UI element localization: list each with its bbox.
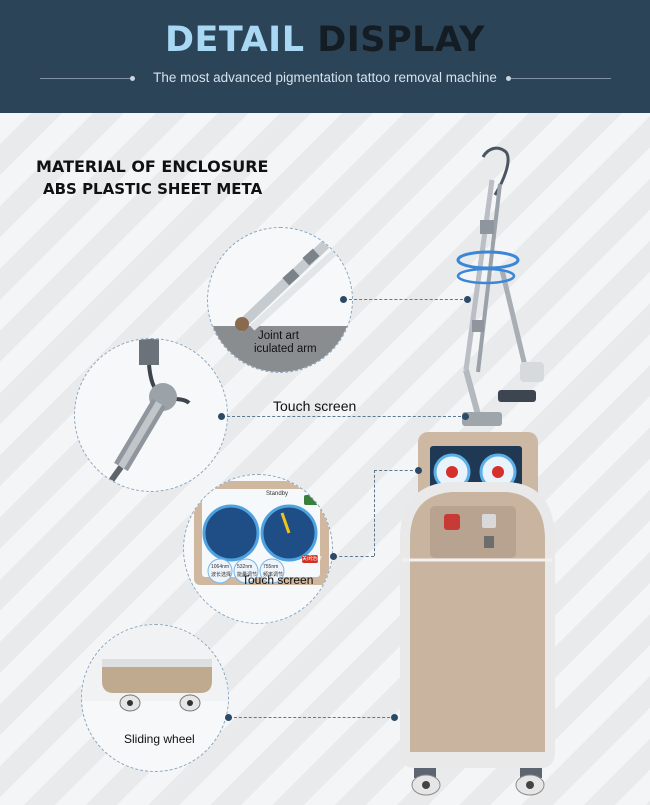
arm-connector-dot-left (340, 296, 347, 303)
material-subheading: ABS PLASTIC SHEET META (43, 180, 263, 198)
wheel-connector-dot-right (391, 714, 398, 721)
screen-connector-dot-right (462, 413, 469, 420)
screen-wavelength-2: 532nm (237, 564, 253, 570)
subtitle-dot-right (506, 76, 511, 81)
screen-tag: 关闭治疗 (302, 556, 323, 562)
panel-connector-top-line (374, 470, 418, 471)
arm-label-line1: Joint art (258, 330, 299, 342)
wheel-connector-dot-left (225, 714, 232, 721)
panel-connector-dot-left (330, 553, 337, 560)
page-title: DETAIL DISPLAY (0, 20, 650, 60)
screen-wavelength-1: 1064nm (211, 564, 230, 570)
screen-connector-line (222, 416, 466, 417)
screen-wavelength-3-sub: 频率调节 (263, 572, 284, 578)
title-part1: DETAIL (164, 20, 305, 60)
screen-connector-dot-left (218, 413, 225, 420)
screen-wavelength-1-sub: 波长选择 (211, 572, 232, 578)
arm-connector-line (344, 299, 468, 300)
panel-connector-vertical (374, 470, 375, 556)
wheel-detail-circle: Sliding wheel (81, 624, 229, 772)
handpiece-image (108, 339, 191, 483)
touch-screen-label: Touch screen (273, 398, 357, 414)
screen-wavelength-2-sub: 能量调节 (237, 572, 258, 578)
arm-connector-dot-right (464, 296, 471, 303)
sliding-wheel-image (82, 625, 228, 712)
machine-illustration (400, 146, 555, 796)
arm-detail-circle: Joint art iculated arm (207, 227, 353, 373)
panel-connector-line (334, 556, 374, 557)
title-part2: DISPLAY (317, 20, 486, 60)
arm-label-line2: iculated arm (254, 343, 317, 355)
wheel-connector-line (229, 717, 395, 718)
subtitle-dot-left (130, 76, 135, 81)
screen-wavelength-3: 755nm (263, 564, 279, 570)
subtitle-rule-right (511, 78, 611, 79)
touch-screen-inset-label: Touch screen (242, 573, 314, 587)
screen-status: Standby (266, 491, 289, 497)
page-subtitle: The most advanced pigmentation tattoo re… (153, 70, 497, 85)
panel-connector-dot-right (415, 467, 422, 474)
handpiece-detail-circle (74, 338, 228, 492)
material-heading: MATERIAL OF ENCLOSURE (36, 157, 269, 176)
screen-detail-circle: Standby 1064nm 532nm 755nm 波长选择 能量调节 频率调… (183, 474, 333, 624)
sliding-wheel-label: Sliding wheel (124, 732, 195, 746)
touch-screen-image (194, 481, 329, 585)
subtitle-rule-left (40, 78, 130, 79)
header-banner: DETAIL DISPLAY The most advanced pigment… (0, 0, 650, 113)
